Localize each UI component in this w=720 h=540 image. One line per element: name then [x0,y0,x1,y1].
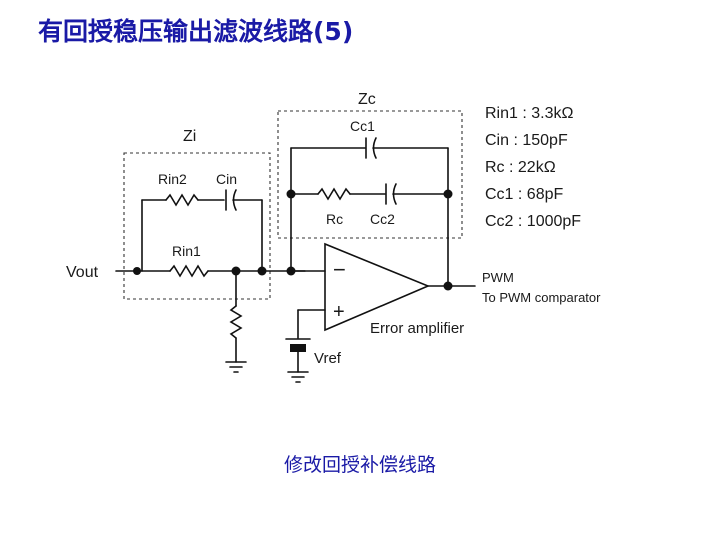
value-cin: Cin : 150pF [485,132,568,149]
value-rc: Rc : 22kΩ [485,159,556,176]
junction-dot [257,266,267,276]
value-cc1: Cc1 : 68pF [485,186,563,203]
vref-plate-short [290,344,306,352]
junction-dot [286,266,296,276]
zc-block [277,110,463,239]
junction-dot [443,281,453,291]
minus-sign: − [333,257,346,282]
component-values-list: Rin1 : 3.3kΩ Cin : 150pF Rc : 22kΩ Cc1 :… [485,105,581,230]
error-amplifier [324,242,431,332]
plus-sign: + [333,301,345,323]
zc-label: Zc [358,91,376,108]
junction-dot [231,266,241,276]
zi-block [123,152,271,300]
rin2-resistor [165,193,199,207]
pwm-label: PWM [482,270,514,285]
amp-label: Error amplifier [370,320,464,337]
vref-label: Vref [314,350,342,367]
junction-dot [286,189,296,199]
value-cc2: Cc2 : 1000pF [485,213,581,230]
bias-resistor [229,305,243,339]
cc1-label: Cc1 [350,118,375,134]
junction-dot [133,267,141,275]
junction-dot [443,189,453,199]
value-rin1: Rin1 : 3.3kΩ [485,105,573,122]
cc2-label: Cc2 [370,211,395,227]
rin1-resistor [169,264,209,278]
vout-label: Vout [66,264,99,281]
rin1-label: Rin1 [172,243,201,259]
zi-label: Zi [183,128,196,145]
cin-label: Cin [216,171,237,187]
page-title: 有回授稳压输出滤波线路(5) [38,17,354,46]
rin2-label: Rin2 [158,171,187,187]
pwm-desc: To PWM comparator [482,290,601,305]
rc-resistor [317,187,351,201]
slide-caption: 修改回授补偿线路 [283,454,436,476]
rc-label: Rc [326,211,343,227]
